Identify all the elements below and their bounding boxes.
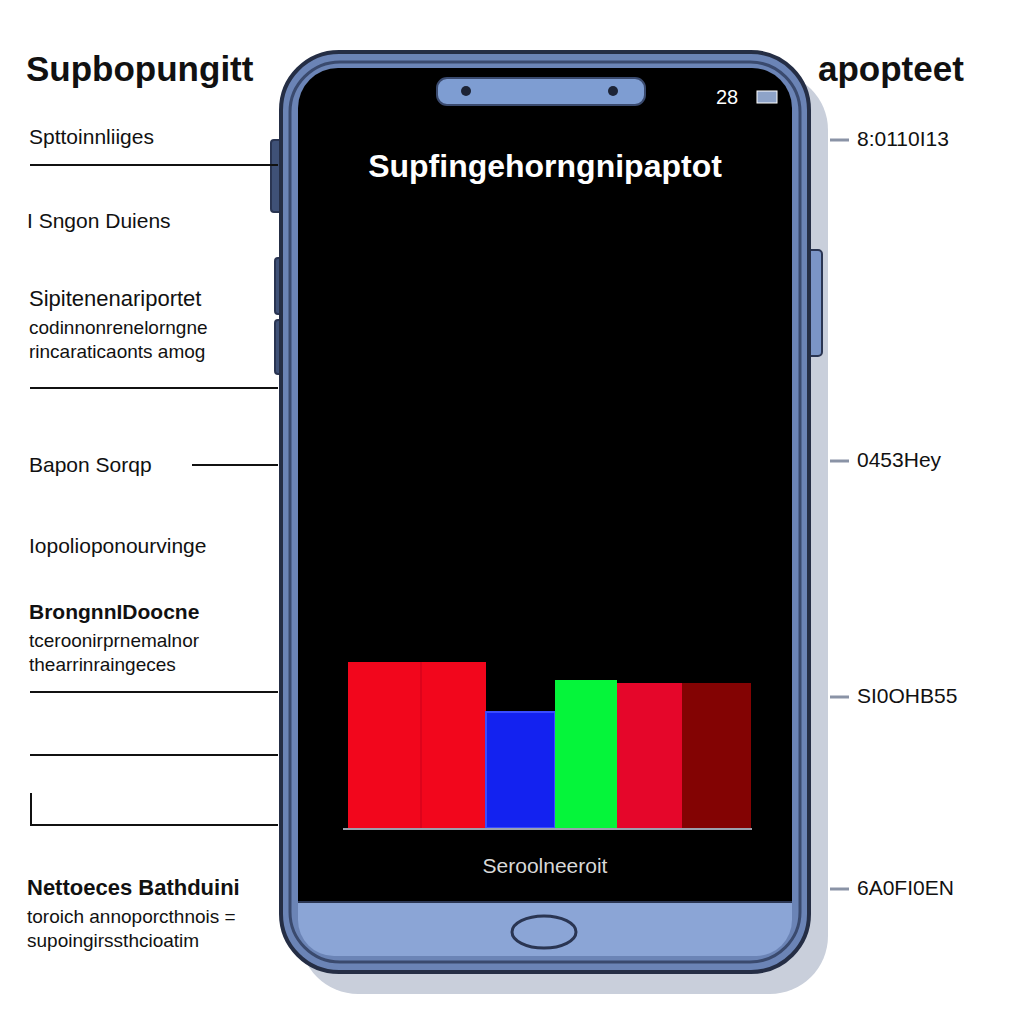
part-label: Sipitenenariportet bbox=[29, 285, 201, 313]
part-label: I Sngon Duiens bbox=[27, 208, 171, 234]
screen-title: Supfingehorngnipaptot bbox=[298, 146, 792, 186]
note-text: tceroonirprnemalnor thearrinraingeces bbox=[29, 629, 277, 677]
home-button bbox=[512, 916, 576, 948]
tick-mark bbox=[830, 139, 849, 142]
chart-caption: Seroolneeroit bbox=[298, 853, 792, 879]
callout-number: 8:0110I13 bbox=[857, 126, 949, 152]
speaker-notch bbox=[437, 78, 645, 105]
heading-label: apopteet bbox=[818, 47, 964, 91]
chart-bar bbox=[617, 683, 682, 828]
screen-edge bbox=[298, 901, 792, 903]
part-label: Nettoeces Bathduini bbox=[27, 874, 240, 902]
chart-bar bbox=[682, 683, 751, 828]
leader-line bbox=[30, 754, 278, 756]
leader-line bbox=[30, 387, 278, 389]
chart-bar bbox=[486, 712, 555, 828]
bracket-line bbox=[31, 793, 278, 825]
chart-bar bbox=[555, 680, 617, 828]
part-label: Bapon Sorqp bbox=[29, 452, 152, 478]
diagram-title: Supbopungitt bbox=[26, 47, 253, 91]
tick-mark bbox=[830, 888, 849, 891]
leader-line bbox=[30, 164, 278, 166]
callout-number: 6A0FI0EN bbox=[857, 875, 954, 901]
phone-bezel bbox=[290, 62, 800, 962]
part-label: Spttoinnliiges bbox=[29, 124, 154, 150]
camera-dot bbox=[608, 86, 618, 96]
chart-axis bbox=[343, 828, 752, 830]
part-label: Iopolioponourvinge bbox=[29, 533, 206, 559]
tick-mark bbox=[830, 696, 849, 699]
camera-dot bbox=[461, 86, 471, 96]
chart-bar bbox=[348, 662, 486, 828]
phone-body bbox=[281, 52, 809, 972]
note-text: codinnonrenelorngne rincaraticaonts amog bbox=[29, 316, 277, 364]
callout-number: 0453Hey bbox=[857, 447, 941, 473]
part-label: BrongnnIDoocne bbox=[29, 599, 199, 625]
phone-screen bbox=[298, 68, 792, 902]
note-text: toroich annoporcthnois = supoingirssthci… bbox=[27, 905, 277, 953]
leader-line bbox=[30, 691, 278, 693]
leader-line bbox=[192, 464, 278, 466]
bar-divider bbox=[421, 662, 422, 828]
tick-mark bbox=[830, 460, 849, 463]
status-time: 28 bbox=[716, 85, 738, 110]
callout-number: SI0OHB55 bbox=[857, 683, 957, 709]
battery-icon bbox=[757, 91, 777, 103]
